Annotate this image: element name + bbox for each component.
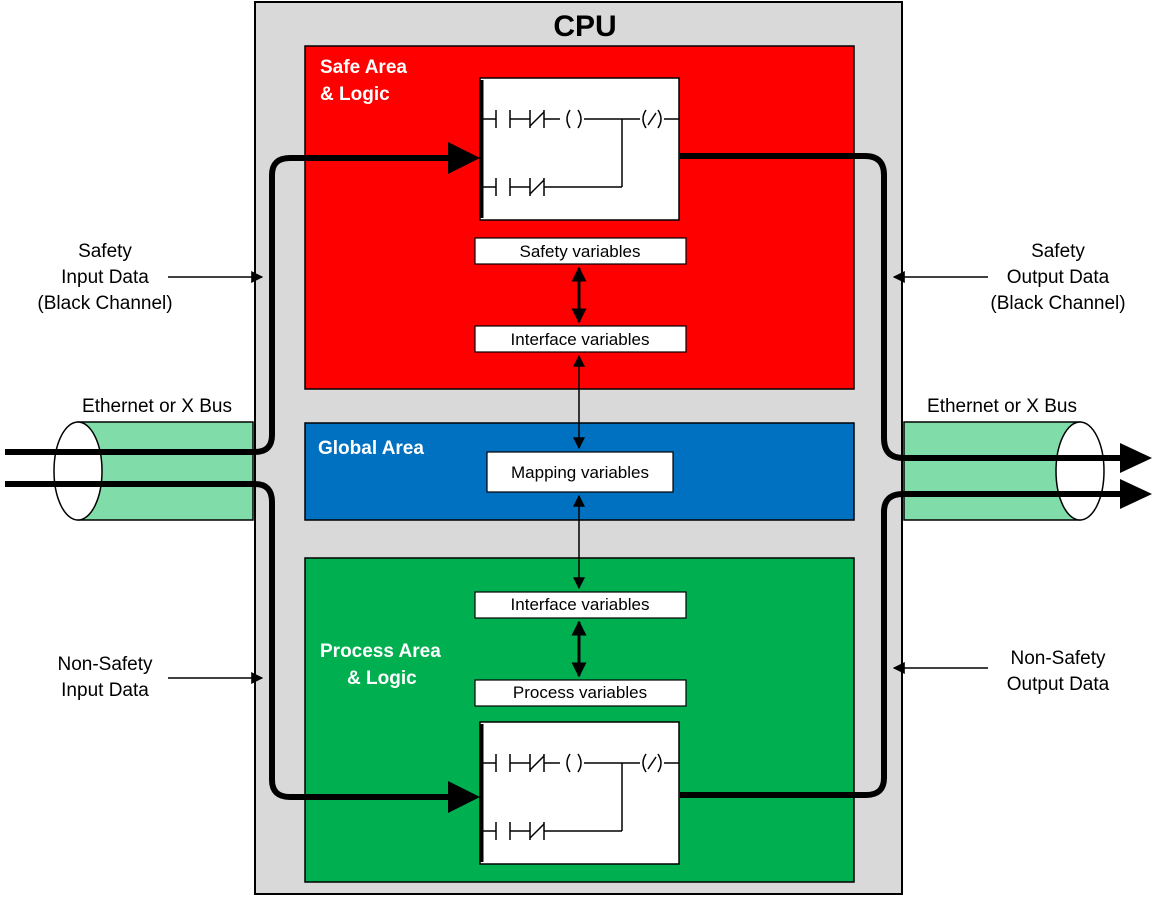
safety-input-arrowhead	[448, 142, 480, 174]
safe-interface-variables-box	[474, 325, 687, 353]
safe-area-title-2: & Logic	[320, 84, 390, 105]
right-bus-label: Ethernet or X Bus	[927, 396, 1077, 417]
left-bus-cable	[53, 421, 254, 521]
nonsafety-output-label-1: Non-Safety	[1010, 648, 1106, 669]
nonsafety-input-label-2: Input Data	[61, 680, 149, 701]
global-area-title: Global Area	[318, 438, 424, 459]
right-data-lines	[680, 153, 1125, 798]
safe-ladder-logic	[479, 77, 680, 221]
safety-output-label-3: (Black Channel)	[990, 293, 1125, 314]
safety-variables-label: Safety variables	[520, 242, 641, 261]
right-bus-cable	[903, 421, 1105, 521]
nonsafety-output-label-2: Output Data	[1007, 674, 1110, 695]
safety-input-label-3: (Black Channel)	[37, 293, 172, 314]
process-area-title-1: Process Area	[320, 641, 441, 662]
process-variables-box	[474, 679, 687, 707]
safety-input-label-2: Input Data	[61, 267, 149, 288]
safe-area-title-1: Safe Area	[320, 57, 407, 78]
safety-output-arrowhead	[1120, 443, 1152, 473]
process-interface-variables-label: Interface variables	[511, 595, 650, 614]
process-variables-label: Process variables	[513, 683, 647, 702]
process-interface-variables-box	[474, 591, 687, 619]
nonsafety-output-arrowhead	[1120, 479, 1152, 509]
process-ladder-logic	[479, 721, 680, 865]
safe-interface-variables-label: Interface variables	[511, 330, 650, 349]
safety-output-label-1: Safety	[1031, 241, 1085, 262]
safety-output-label-2: Output Data	[1007, 267, 1110, 288]
safety-variables-box	[474, 237, 687, 265]
nonsafety-input-label-1: Non-Safety	[57, 654, 153, 675]
nonsafety-input-arrowhead	[448, 781, 480, 813]
cpu-title: CPU	[553, 10, 616, 43]
mapping-variables-label: Mapping variables	[511, 463, 649, 482]
left-bus-label: Ethernet or X Bus	[82, 396, 232, 417]
safety-input-label-1: Safety	[78, 241, 132, 262]
left-data-lines	[5, 155, 450, 800]
mapping-variables-box	[486, 451, 674, 493]
process-area-title-2: & Logic	[347, 668, 417, 689]
